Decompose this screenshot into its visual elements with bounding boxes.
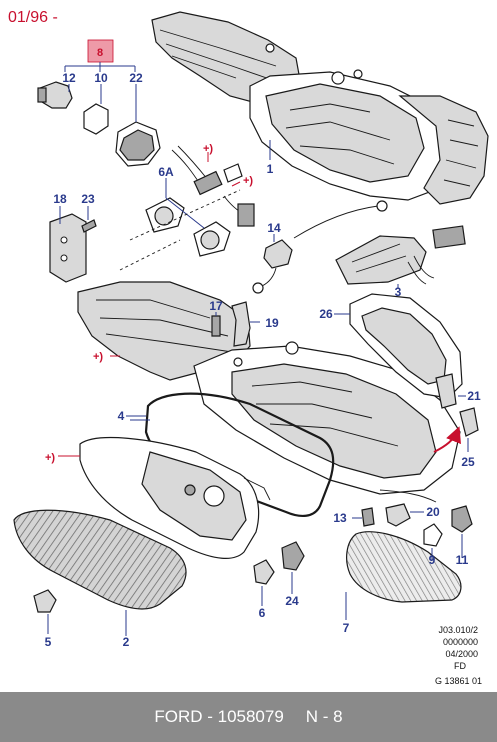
label-24: 24 <box>285 594 299 608</box>
wire-actuator-14 <box>252 200 388 294</box>
bulb-9 <box>423 523 443 560</box>
bracket-25 <box>433 407 479 453</box>
clip-21 <box>435 373 466 409</box>
date-code: 01/96 - <box>8 9 58 26</box>
label-4: 4 <box>118 409 125 423</box>
screw-13 <box>352 507 375 527</box>
label-12: 12 <box>62 71 76 85</box>
screw-17 <box>211 312 221 337</box>
label-11: 11 <box>456 553 469 567</box>
reference-block: J03.010/2 0000000 04/2000 FD G 13861 01 <box>435 625 482 686</box>
exploded-parts-diagram: 01/96 - <box>8 9 489 686</box>
label-17: 17 <box>209 299 223 313</box>
label-25: 25 <box>461 455 475 469</box>
label-26: 26 <box>319 307 333 321</box>
bracket-19 <box>231 301 260 347</box>
headlamp-front-lens <box>79 437 271 559</box>
label-21: 21 <box>467 389 481 403</box>
label-2: 2 <box>123 635 130 649</box>
screw-23 <box>81 206 97 233</box>
note-plus-2: +) <box>243 175 253 187</box>
socket-11 <box>379 489 473 558</box>
label-10: 10 <box>94 71 108 85</box>
headlamp-bulbs <box>119 178 241 271</box>
footer-bar: FORD - 1058079 N - 8 <box>0 692 497 742</box>
headlamp-upper-assembly <box>151 11 489 205</box>
clip-5 <box>33 589 57 634</box>
label-1: 1 <box>267 162 274 176</box>
indicator-lens-7 <box>345 531 462 620</box>
label-13: 13 <box>333 511 347 525</box>
note-plus-3: +) <box>93 351 103 363</box>
reference-line-4: FD <box>454 661 466 671</box>
label-7: 7 <box>343 621 350 635</box>
footer-page: N - 8 <box>305 707 343 726</box>
label-14: 14 <box>267 221 281 235</box>
side-marker-group <box>37 39 161 167</box>
label-18: 18 <box>53 192 67 206</box>
note-plus-1: +) <box>203 143 213 155</box>
wiring-connector-upper <box>171 145 255 227</box>
socket-24 <box>281 541 305 594</box>
leveling-motor-3 <box>335 225 466 288</box>
reference-line-5: G 13861 01 <box>435 676 482 686</box>
footer-brand-part: FORD - 1058079 <box>154 707 284 726</box>
reference-line-2: 0000000 <box>443 637 478 647</box>
headlamp-lower-housing <box>77 281 461 495</box>
bracket-20 <box>385 503 424 527</box>
label-8: 8 <box>97 47 103 59</box>
bracket-18 <box>49 206 87 283</box>
bulb-6 <box>253 559 275 606</box>
outer-lens-2 <box>13 509 187 636</box>
label-23: 23 <box>81 192 95 206</box>
label-22: 22 <box>129 71 143 85</box>
label-6a: 6A <box>158 165 174 179</box>
label-5: 5 <box>45 635 52 649</box>
reference-line-1: J03.010/2 <box>438 625 478 635</box>
bezel-26 <box>334 293 463 399</box>
label-9: 9 <box>429 553 436 567</box>
note-plus-4: +) <box>45 452 55 464</box>
reference-line-3: 04/2000 <box>445 649 478 659</box>
label-3: 3 <box>395 285 402 299</box>
label-20: 20 <box>426 505 440 519</box>
label-19: 19 <box>265 316 279 330</box>
label-6: 6 <box>259 606 266 620</box>
